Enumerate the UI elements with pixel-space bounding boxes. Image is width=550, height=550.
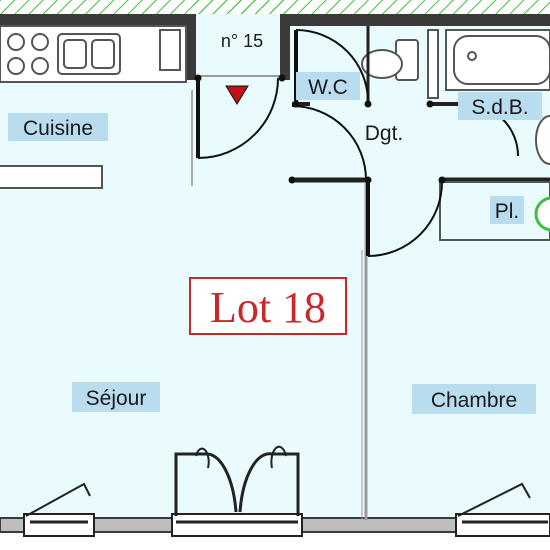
svg-text:Lot 18: Lot 18 xyxy=(210,283,326,332)
french-window xyxy=(171,513,303,537)
room-label-placard: Pl. xyxy=(490,196,524,224)
toilet-icon xyxy=(361,39,419,81)
entry-number-label: n° 15 xyxy=(221,31,263,51)
bathtub-icon xyxy=(445,29,550,91)
wall-top-right xyxy=(282,14,550,26)
wc-door-swing xyxy=(295,29,369,103)
lot-label-box: Lot 18 xyxy=(189,277,347,335)
window-right-swing xyxy=(457,482,531,517)
window-left-swing xyxy=(25,482,91,517)
french-window-right-leaf xyxy=(238,452,300,516)
room-label-wc: W.C xyxy=(296,72,360,100)
svg-text:S.d.B.: S.d.B. xyxy=(471,96,528,119)
wall-entry-left xyxy=(186,14,196,80)
room-label-cuisine: Cuisine xyxy=(8,113,108,141)
room-label-sejour: Séjour xyxy=(72,382,160,412)
wc-cabinet xyxy=(427,29,439,99)
chambre-door-swing xyxy=(367,181,443,257)
wall-entry-right xyxy=(280,14,290,80)
french-window-handles xyxy=(195,445,287,469)
kitchen-shelf xyxy=(0,165,103,189)
wall-junctions xyxy=(194,74,446,184)
wall-top-left xyxy=(0,14,196,26)
svg-text:Chambre: Chambre xyxy=(431,389,517,412)
svg-text:W.C: W.C xyxy=(308,76,348,99)
room-label-chambre: Chambre xyxy=(412,384,536,414)
fridge-icon xyxy=(159,29,181,71)
washbasin-icon xyxy=(535,115,550,165)
entry-door-swing xyxy=(197,77,279,159)
cooktop-icon xyxy=(7,33,49,75)
sink-icon xyxy=(57,33,121,75)
room-label-dgt: Dgt. xyxy=(365,122,404,145)
placard-appliance-icon xyxy=(534,196,550,232)
svg-text:Cuisine: Cuisine xyxy=(23,117,93,140)
svg-text:Pl.: Pl. xyxy=(495,200,520,223)
hall-door-swing xyxy=(291,105,367,181)
floor-entry xyxy=(193,14,285,94)
entry-marker-icon xyxy=(225,85,249,105)
svg-text:Dgt.: Dgt. xyxy=(365,122,404,145)
window-right xyxy=(455,513,550,537)
svg-text:Séjour: Séjour xyxy=(86,387,147,410)
room-label-sdb: S.d.B. xyxy=(458,92,542,120)
window-left xyxy=(23,513,95,537)
